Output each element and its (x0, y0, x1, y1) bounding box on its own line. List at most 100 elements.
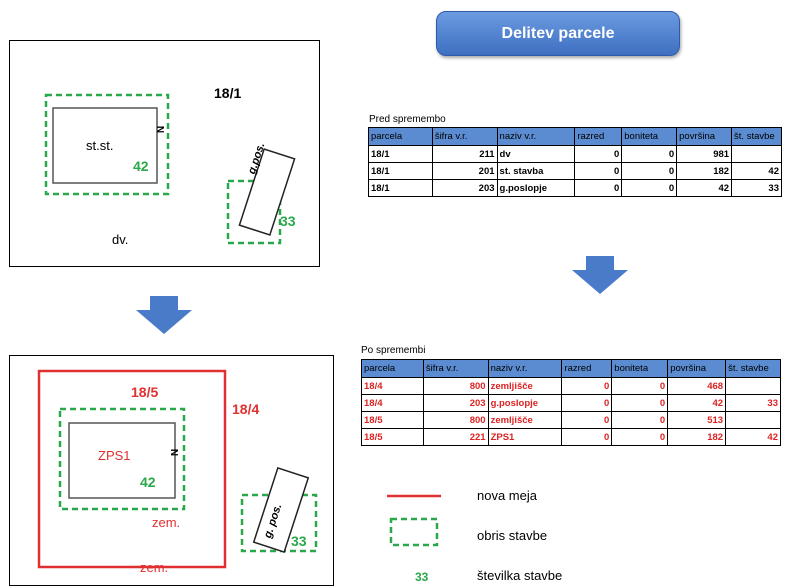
table-cell: 800 (422, 411, 489, 429)
table-cell: st. stavba (496, 162, 576, 180)
parcel-label-18-5: 18/5 (131, 384, 159, 400)
building-label-zps1: ZPS1 (98, 448, 131, 463)
garage-number-33-after: 33 (291, 533, 307, 549)
table-cell: 42 (725, 428, 781, 446)
table-cell: g.poslopje (487, 394, 563, 412)
table-cell: 981 (676, 145, 733, 163)
table-cell: g.poslopje (496, 179, 576, 197)
table-cell: 42 (731, 162, 782, 180)
table-cell: 0 (621, 179, 678, 197)
column-header: parcela (368, 127, 433, 146)
table-cell: 201 (431, 162, 498, 180)
table-cell: 18/1 (368, 179, 433, 197)
table-cell: 0 (574, 179, 623, 197)
table-cell: 0 (574, 145, 623, 163)
legend-number-sample: 33 (415, 570, 429, 584)
column-header: površina (667, 359, 727, 378)
table-cell: zemljišče (487, 411, 563, 429)
map-after-drawing (37, 369, 318, 569)
column-header: št. stavbe (731, 127, 782, 146)
table-cell: ZPS1 (487, 428, 563, 446)
table-cell: 0 (621, 162, 678, 180)
table-cell: zemljišče (487, 377, 563, 395)
building-footprint-42-after (68, 422, 176, 499)
column-header: naziv v.r. (487, 359, 563, 378)
table-cell (725, 411, 781, 429)
table-cell: 221 (422, 428, 489, 446)
table-cell: 18/5 (361, 428, 424, 446)
table-cell: 203 (431, 179, 498, 197)
table-cell: 211 (431, 145, 498, 163)
garage-outline-33-after (240, 493, 318, 553)
parcel-label-18-4: 18/4 (232, 401, 260, 417)
column-header: površina (676, 127, 733, 146)
table-cell: 42 (676, 179, 733, 197)
table-cell: 0 (561, 428, 613, 446)
building-outline-42 (44, 93, 170, 196)
table-cell: 0 (611, 377, 669, 395)
building-number-42-after: 42 (140, 474, 156, 490)
north-arrow-icon-after: N (168, 448, 180, 457)
table-cell: 0 (611, 394, 669, 412)
table-cell: 0 (561, 377, 613, 395)
table-cell: 18/1 (368, 162, 433, 180)
column-header: boniteta (611, 359, 669, 378)
table-cell (731, 145, 782, 163)
arrow-down-right-icon (572, 256, 628, 294)
table-cell: 0 (611, 411, 669, 429)
table-cell: 203 (422, 394, 489, 412)
building-label-st-st: st.st. (86, 138, 114, 153)
land-label-dv: dv. (112, 232, 129, 247)
table-cell: 800 (422, 377, 489, 395)
arrow-down-left-icon (136, 296, 192, 334)
table-cell: 0 (574, 162, 623, 180)
map-before-drawing (44, 93, 296, 245)
garage-number-33: 33 (280, 213, 296, 229)
table-cell: 18/4 (361, 394, 424, 412)
legend-new-boundary: nova meja (477, 488, 537, 503)
column-header: šifra v.r. (422, 359, 489, 378)
parcel-label-18-1: 18/1 (214, 85, 242, 101)
column-header: parcela (361, 359, 424, 378)
table-cell: 182 (667, 428, 727, 446)
table-cell: 18/4 (361, 377, 424, 395)
table-cell: 0 (621, 145, 678, 163)
table-cell: 513 (667, 411, 727, 429)
building-outline-42-after (58, 407, 186, 511)
column-header: naziv v.r. (496, 127, 576, 146)
table-cell (725, 377, 781, 395)
column-header: razred (561, 359, 613, 378)
table-cell: dv (496, 145, 576, 163)
new-boundary-18-5 (37, 369, 227, 569)
land-label-zem-inner: zem. (152, 515, 181, 530)
legend-swatches (387, 494, 441, 547)
garage-footprint-33 (238, 148, 296, 236)
column-header: šifra v.r. (431, 127, 498, 146)
table-after-caption: Po spremembi (361, 345, 426, 356)
table-cell: 33 (725, 394, 781, 412)
legend-building-number: številka stavbe (477, 568, 563, 583)
column-header: št. stavbe (725, 359, 781, 378)
column-header: boniteta (621, 127, 678, 146)
table-cell: 33 (731, 179, 782, 197)
table-cell: 0 (561, 394, 613, 412)
column-header: razred (574, 127, 623, 146)
table-cell: 18/1 (368, 145, 433, 163)
table-cell: 182 (676, 162, 733, 180)
building-number-42: 42 (133, 158, 149, 174)
garage-footprint-33-after (252, 467, 310, 553)
table-cell: 468 (667, 377, 727, 395)
land-label-zem-outer: zem. (140, 560, 169, 575)
table-before-caption: Pred spremembo (369, 114, 446, 125)
title-banner: Delitev parcele (436, 11, 680, 56)
table-cell: 0 (611, 428, 669, 446)
